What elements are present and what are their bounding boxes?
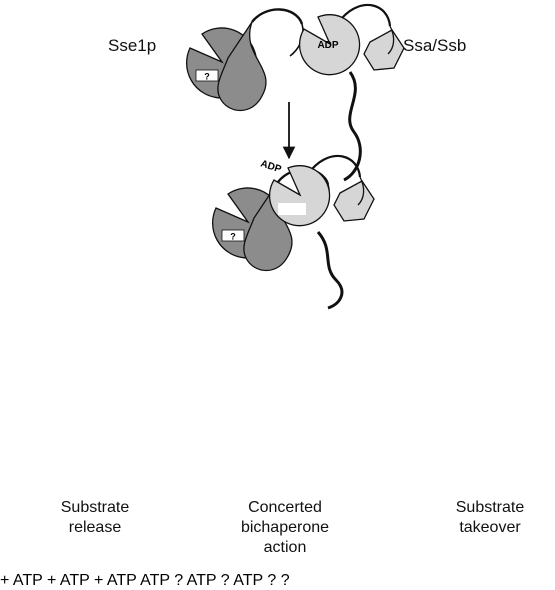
outcome-concerted-action: Concerted bichaperone action — [225, 498, 345, 558]
outcome-substrate-takeover: Substrate takeover — [430, 498, 550, 538]
sse1p-right-unknown-tag: ? — [267, 572, 277, 589]
arrow-left: ATP ? ATP ? ATP ? ? Sse1p Ssa/Ssb Substr… — [61, 36, 524, 589]
sse1p-center: ? — [221, 572, 233, 589]
outcome-line: Substrate — [60, 499, 130, 516]
outcome-line: Concerted — [248, 499, 322, 516]
sse1p-left: ? — [174, 572, 186, 589]
arrow-right: ATP ? ATP ? ATP ? ? Sse1p Ssa/Ssb Substr… — [61, 36, 524, 589]
bound-substrate-center: ATP ? ? Sse1p Ssa/Ssb Substrate release … — [61, 36, 524, 589]
sse1p-label: Sse1p — [108, 36, 157, 55]
sse1p-right: ? — [267, 572, 280, 589]
outcome-line: action — [263, 539, 307, 556]
ssa-atp-left: ATP — [140, 572, 174, 589]
complex-white-box — [278, 203, 306, 215]
sse1p-protein-top: ? — [185, 8, 305, 112]
ssa-atp-center: ATP — [187, 572, 221, 589]
outcome-line: takeover — [459, 519, 521, 536]
bichaperone-complex: ? ADP — [211, 154, 376, 310]
sse1p-center-unknown-tag: ? — [220, 572, 230, 589]
atp-label-right: + ATP — [94, 572, 137, 589]
arrow-takeover: ? Sse1p Ssa/Ssb Substrate release Concer… — [61, 36, 524, 589]
ssa-atp-right: ATP — [233, 572, 267, 589]
atp-domain-label-left: ATP — [140, 572, 170, 589]
ssa-ssb-adp-protein-top: ADP — [298, 3, 406, 182]
sse1p-left-unknown-tag: ? — [174, 572, 184, 589]
adp-domain-label: ADP — [317, 40, 338, 51]
arrow-center: ATP ? ATP ? ATP ? ? Sse1p Ssa/Ssb Substr… — [61, 36, 524, 589]
complex-unknown-tag: ? — [230, 232, 236, 242]
substrate-chain-middle — [316, 231, 344, 310]
outcome-line: Substrate — [455, 499, 525, 516]
atp-domain-label-center: ATP — [186, 572, 217, 589]
sse1p-unknown-tag: ? — [204, 72, 210, 82]
chaperone-mechanism-diagram: ? ADP ? ADP + ATP + ATP + ATP ATP ? — [0, 3, 524, 589]
takeover-question-mark: ? — [280, 572, 290, 589]
outcome-line: bichaperone — [240, 519, 330, 536]
atp-label-left: + ATP — [0, 572, 43, 589]
released-substrate: ATP ? ATP ? ? Sse1p Ssa/Ssb Substrate re… — [61, 36, 524, 589]
diagram-canvas: ? ADP ? ADP — [185, 3, 406, 310]
outcome-substrate-release: Substrate release — [35, 498, 155, 538]
substrate-chain-top — [343, 71, 362, 182]
outcome-line: release — [68, 519, 122, 536]
complex-adp-label: ADP — [259, 158, 283, 175]
atp-domain-label-right: ATP — [233, 572, 263, 589]
atp-label-center: + ATP — [47, 572, 90, 589]
ssa-ssb-label: Ssa/Ssb — [403, 36, 467, 55]
bound-substrate-right: ? Sse1p Ssa/Ssb Substrate release Concer… — [61, 36, 524, 589]
